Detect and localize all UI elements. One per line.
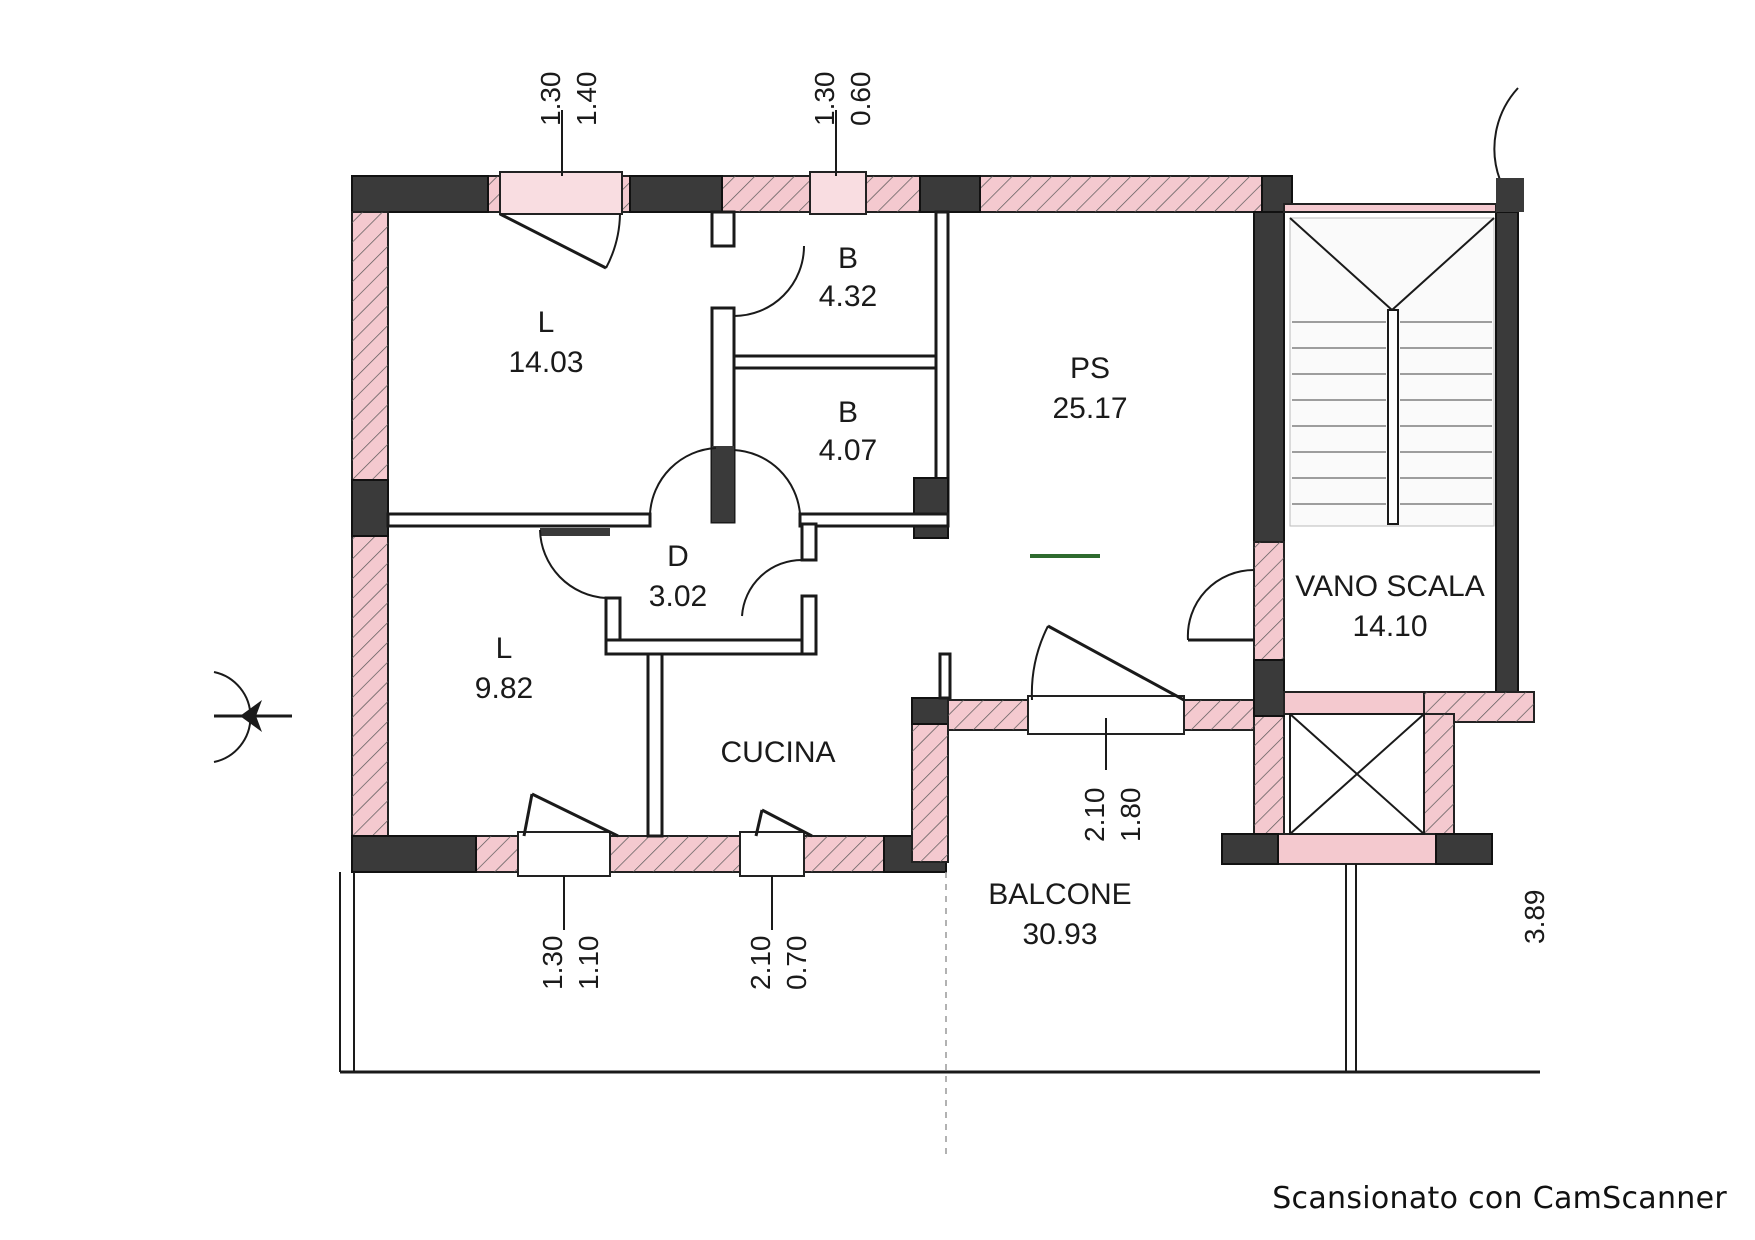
window-top-mid [809,171,867,215]
room-name-living-top: L [538,306,555,339]
partition-kitchen-stub [938,652,952,700]
room-name-balcony: BALCONE [988,878,1131,911]
dim-top-left-height: 1.30 [535,72,566,127]
dim-bottom-mid-height: 2.10 [745,936,776,991]
door-arc-d-kitchen [741,558,803,617]
wall-lift-bottom-pillar-right [1435,833,1493,865]
wall-kitchen-right-hatch [912,702,948,862]
door-leaf-living-top [499,212,607,270]
wall-left-pillar [351,479,389,537]
partition-d-right [800,594,818,656]
balcony-outline [339,864,1540,1160]
room-area-bath-top: 4.32 [819,280,877,313]
room-name-bath-mid: B [838,396,858,429]
opening-labels: 1.30 1.40 1.30 0.60 2.10 1.80 1.30 1.10 … [535,72,1550,991]
room-name-living-bottom: L [496,632,513,665]
room-name-disimpegno: D [667,540,689,573]
interior-walls [386,210,952,838]
wall-lift-top [1283,691,1425,715]
doors [499,212,1255,838]
wall-bottom-pillar-left [351,835,477,873]
dim-top-left-width: 1.40 [571,72,602,127]
stair-handrail [1387,309,1399,525]
partition-kitchen-left [646,652,664,838]
lift-cross-b [1289,713,1425,835]
stairwell [1289,87,1524,835]
door-leaf-living-bottom [531,792,619,838]
door-arc-living-top [605,213,621,269]
partition-living-divider-dark [540,528,610,536]
partition-bath-bottom [798,512,950,528]
door-leaf-balcony [1047,624,1185,702]
bath-duct [913,477,949,539]
wall-lift-bottom-pillar-left [1221,833,1279,865]
stair-line-1 [1289,217,1393,311]
page-crop [1548,0,1755,1180]
partition-d-bottom [604,638,818,656]
dim-bottom-left-height: 1.30 [537,936,568,991]
dim-balcony-width: 1.80 [1115,788,1146,843]
room-area-living-bottom: 9.82 [475,672,533,705]
partition-b-dark [712,446,734,522]
dim-top-mid-height: 1.30 [809,72,840,127]
door-jamb-kitchen-bottom [754,809,764,837]
wall-stair-right [1495,211,1519,693]
wall-stair-left-pillar [1253,659,1285,717]
dim-top-mid-width: 0.60 [845,72,876,127]
room-area-living-top: 14.03 [508,346,583,379]
door-arc-exterior [1493,87,1519,181]
door-leaf-kitchen-bottom [761,808,813,838]
partition-living-divider [386,512,652,528]
orientation-arrow [213,671,292,763]
room-labels: L 14.03 B 4.32 B 4.07 D 3.02 L 9.82 CUCI… [475,242,1485,951]
room-name-soggiorno: PS [1070,352,1110,385]
room-area-soggiorno: 25.17 [1052,392,1127,425]
wall-top-pillar-left [351,175,489,213]
dim-bottom-left-width: 1.10 [573,936,604,991]
room-area-stairwell: 14.10 [1352,610,1427,643]
wall-top-pillar-right [919,175,981,213]
door-arc-bath-top [733,245,805,317]
room-name-stairwell: VANO SCALA [1295,570,1485,603]
dim-right-edge: 3.89 [1519,890,1550,945]
outer-walls [351,171,1535,877]
door-arc-balcony [1030,625,1049,701]
room-area-bath-mid: 4.07 [819,434,877,467]
orientation-arrowhead [240,700,262,732]
stair-steps [1292,321,1492,505]
wall-top-pillar-mid [629,175,723,213]
wall-stair-left-dark [1253,211,1285,543]
dim-bottom-mid-width: 0.70 [781,936,812,991]
room-name-bath-top: B [838,242,858,275]
wall-kitchen-pillar [911,697,949,725]
partition-bath-right [934,210,950,524]
window-top-left [499,171,623,215]
door-arc-stair [1186,568,1255,641]
partition-d-right-top [800,522,818,562]
partition-a [710,210,736,248]
wall-stair-top [1283,203,1497,213]
room-area-disimpegno: 3.02 [649,580,707,613]
exterior-pillar [1496,178,1524,212]
dim-balcony-height: 2.10 [1079,788,1110,843]
room-name-kitchen: CUCINA [720,736,835,769]
door-jamb-living-bottom [522,793,534,837]
stair-line-2 [1391,217,1495,311]
door-arc-d-left [649,447,717,515]
room-area-balcony: 30.93 [1022,918,1097,951]
door-arc-d-right [733,449,801,515]
wall-lift-right-hatch [1424,714,1454,846]
dimension-leaders [561,110,1107,930]
door-bottom-mid-opening [739,831,805,877]
watermark: Scansionato con CamScanner [1272,1181,1727,1216]
door-arc-d-living [539,529,607,599]
partition-bath-divider [732,354,946,370]
window-bottom-left [517,831,611,877]
